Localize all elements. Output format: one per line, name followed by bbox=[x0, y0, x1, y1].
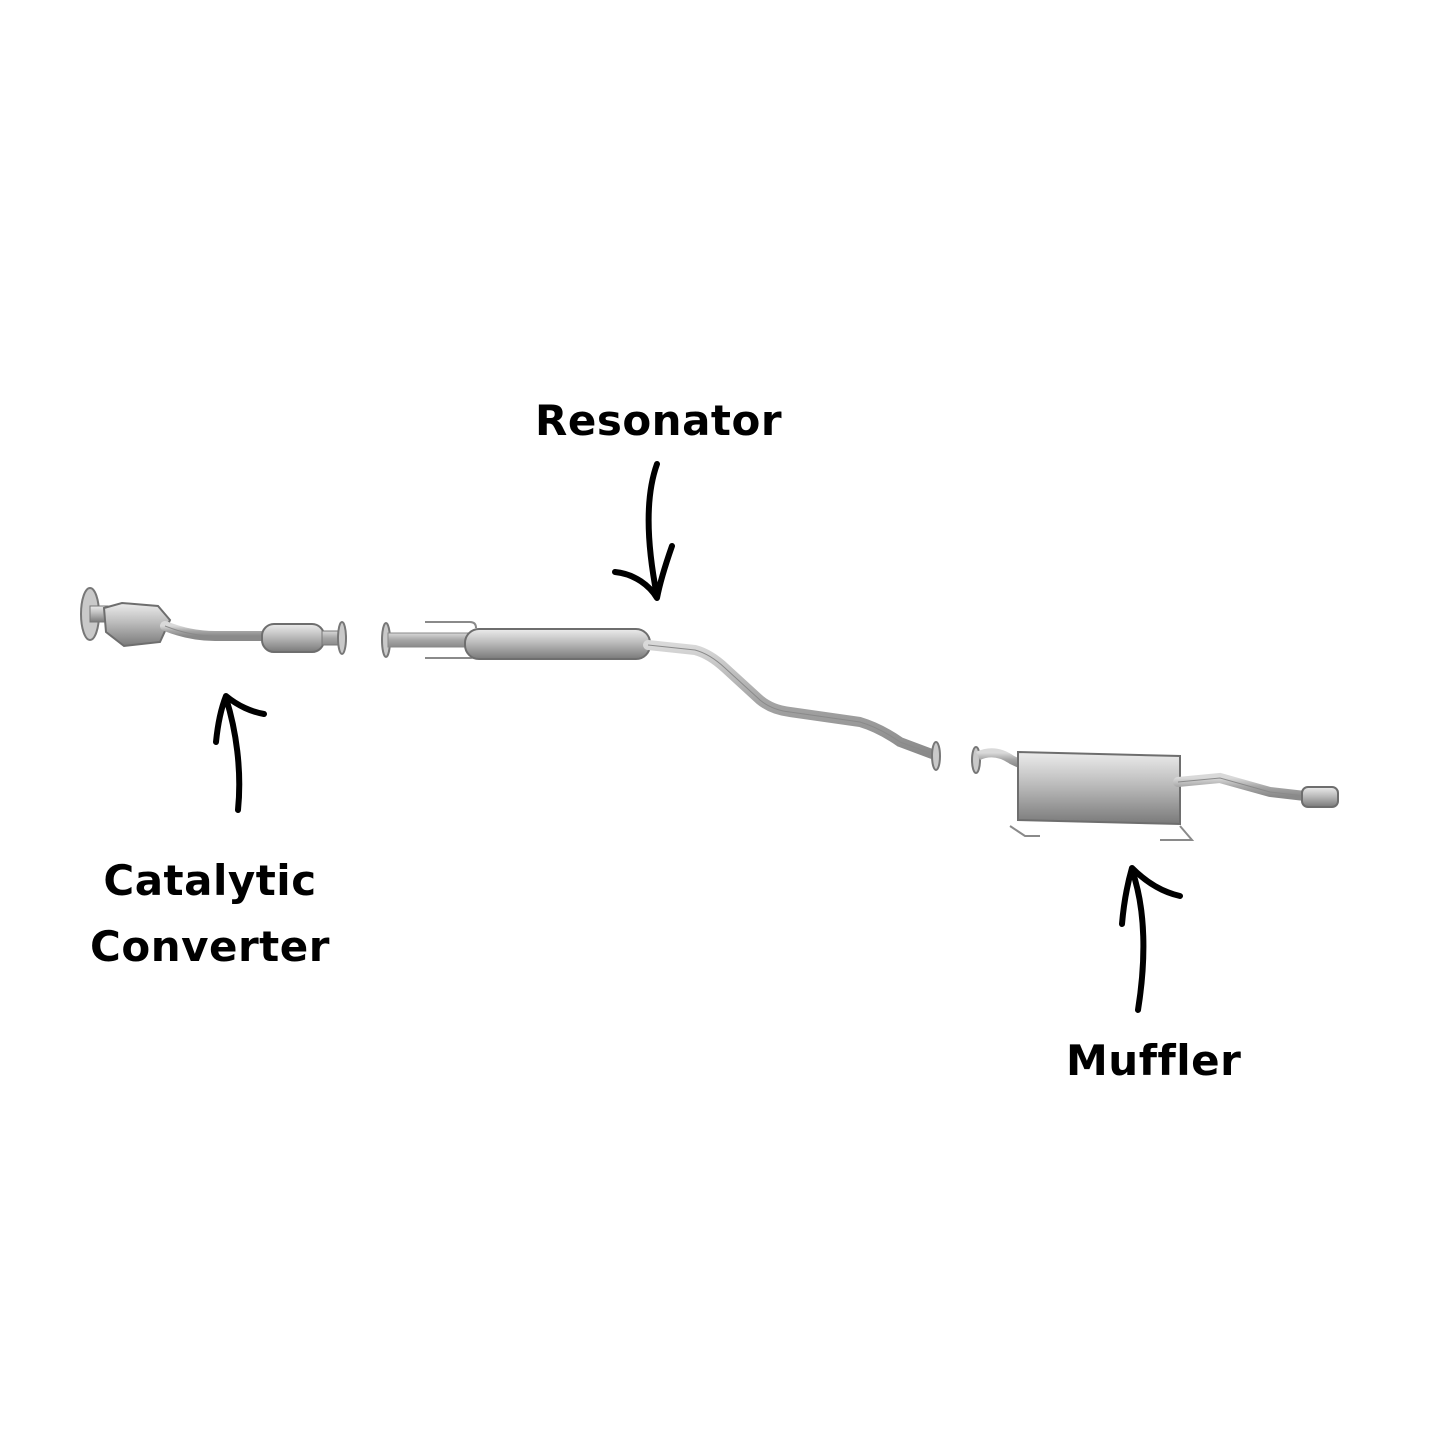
muffler-part bbox=[971, 746, 1339, 841]
muffler-label: Muffler bbox=[1066, 1036, 1242, 1085]
catalytic-converter-arrow-icon bbox=[213, 693, 267, 813]
catalytic-converter-label: Catalytic Converter bbox=[90, 848, 330, 980]
resonator-arrow-icon bbox=[612, 461, 675, 601]
catalytic-converter-part bbox=[80, 587, 347, 655]
catalytic-converter-label-line1: Catalytic bbox=[103, 856, 317, 905]
muffler-arrow-icon bbox=[1119, 865, 1183, 1013]
resonator-part bbox=[381, 621, 941, 771]
resonator-label: Resonator bbox=[535, 396, 783, 445]
catalytic-converter-label-line2: Converter bbox=[90, 922, 330, 971]
